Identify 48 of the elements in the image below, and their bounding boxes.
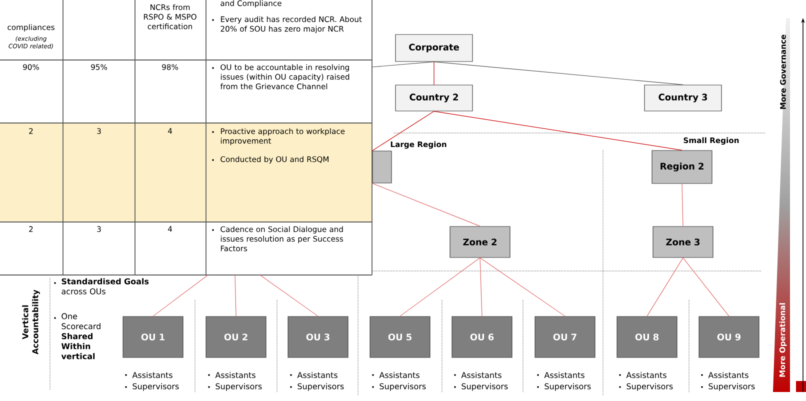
bullet-text: Assistants (701, 372, 748, 378)
connector-line (480, 258, 566, 316)
connector-line (682, 184, 684, 226)
bullet-text: Assistants (290, 372, 338, 378)
org-box: Zone 2 (450, 226, 510, 258)
bullet-text: Assistants (454, 372, 502, 378)
org-box: Region 2 (652, 150, 712, 184)
bullet-text: Supervisors (537, 383, 591, 391)
connector-line (234, 274, 236, 316)
bullet-text: One Scorecard Shared Within vertical (54, 313, 100, 360)
side-label: Vertical Accountability (22, 290, 40, 354)
org-box: Corporate (395, 34, 473, 62)
connector-line (480, 258, 482, 316)
bullet-text: Assistants (125, 372, 172, 378)
connector-line (372, 183, 480, 226)
org-box: Country 2 (395, 84, 473, 112)
bullet-text: Supervisors (454, 383, 508, 391)
connector-line (152, 274, 208, 316)
bullet-text: Supervisors (290, 383, 344, 391)
ou-box: OU 7 (534, 316, 596, 358)
bullet-text: Standardised Goals across OUs (54, 278, 149, 294)
bullet-text: Assistants (537, 372, 584, 378)
bullet-text: Assistants (619, 372, 666, 378)
connector-line (260, 274, 318, 316)
ou-box: OU 5 (370, 316, 430, 358)
bullet-text: Assistants (208, 372, 256, 378)
bullet-text: Assistants (372, 372, 420, 378)
ou-box: OU 8 (616, 316, 678, 358)
connector-line (434, 62, 684, 85)
bullet-text: Supervisors (208, 383, 262, 391)
bullet-text: Supervisors (372, 383, 426, 391)
bullet-text: Supervisors (619, 383, 673, 391)
ou-box: OU 2 (206, 316, 266, 358)
connector-line (400, 258, 480, 316)
ou-box: OU 6 (452, 316, 512, 358)
connector-line (682, 258, 730, 316)
connector-line (372, 62, 434, 68)
org-box: Zone 3 (652, 226, 714, 258)
ou-box: OU 9 (698, 316, 760, 358)
connector-line (434, 111, 682, 150)
bullet-text: Supervisors (125, 383, 179, 391)
ou-box: OU 1 (122, 316, 184, 358)
connector-line (646, 258, 684, 316)
connector-line (372, 111, 434, 151)
bullet-text: Supervisors (701, 383, 755, 391)
org-box: Country 3 (644, 84, 722, 112)
ou-box: OU 3 (288, 316, 348, 358)
org-box (372, 150, 392, 184)
